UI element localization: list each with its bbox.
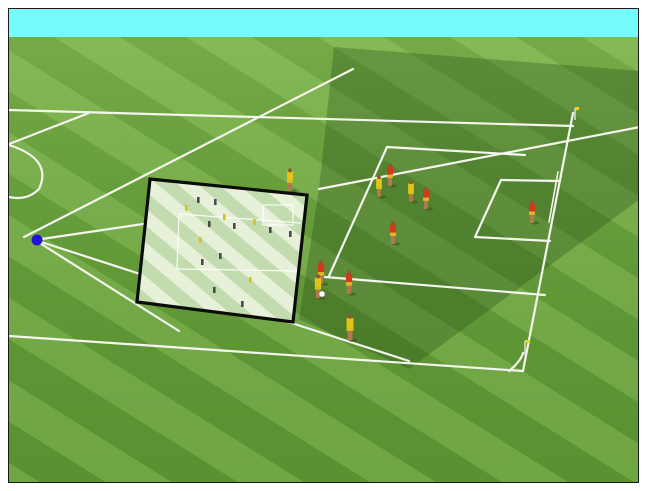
mini-player-5 — [208, 221, 211, 227]
mini-player-13 — [249, 277, 252, 283]
mini-player-6 — [233, 223, 236, 229]
football-pitch-view — [8, 8, 639, 483]
mini-player-11 — [219, 253, 222, 259]
mini-player-2 — [197, 197, 200, 203]
camera-image-plane — [137, 179, 307, 322]
mini-player-3 — [214, 199, 217, 205]
ball — [319, 291, 325, 297]
mini-player-1 — [185, 205, 188, 211]
mini-player-12 — [201, 259, 204, 265]
camera-position-marker — [32, 235, 43, 246]
mini-player-9 — [289, 231, 292, 237]
mini-player-8 — [269, 227, 272, 233]
pitch-scene — [9, 9, 639, 483]
mini-player-10 — [199, 237, 202, 243]
mini-player-4 — [223, 214, 226, 220]
mini-player-7 — [253, 219, 256, 225]
mini-player-14 — [241, 301, 244, 307]
mini-player-15 — [213, 287, 216, 293]
